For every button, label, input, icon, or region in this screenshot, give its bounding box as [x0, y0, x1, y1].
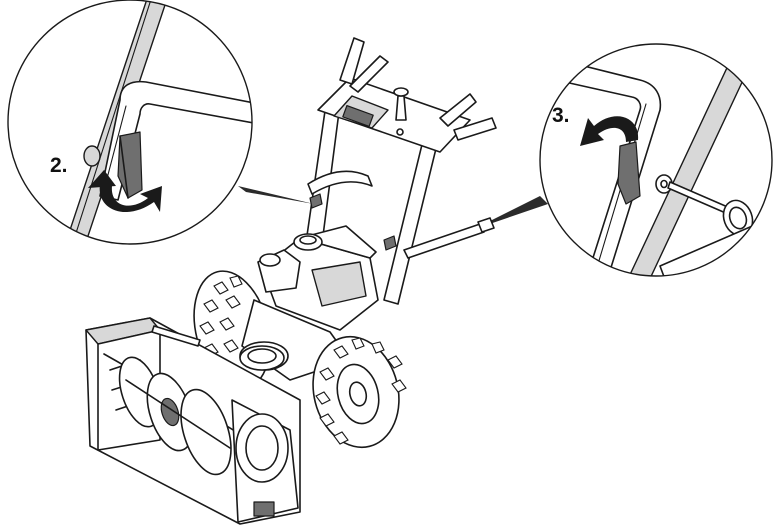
right-callout [539, 43, 773, 277]
auger-housing [85, 317, 301, 525]
curved-arrow-left-icon [580, 116, 639, 146]
handle-assembly [299, 37, 497, 305]
snow-blower [85, 37, 497, 525]
left-callout [7, 0, 253, 245]
left-callout-pointer [238, 186, 314, 204]
release-lever [117, 131, 143, 199]
augers [118, 356, 232, 476]
step-2-label: 2. [50, 154, 68, 177]
curved-arrow-down-icon [88, 170, 162, 213]
lock-lever [617, 141, 641, 205]
step-3-label: 3. [552, 104, 570, 127]
right-wheel [312, 335, 407, 449]
